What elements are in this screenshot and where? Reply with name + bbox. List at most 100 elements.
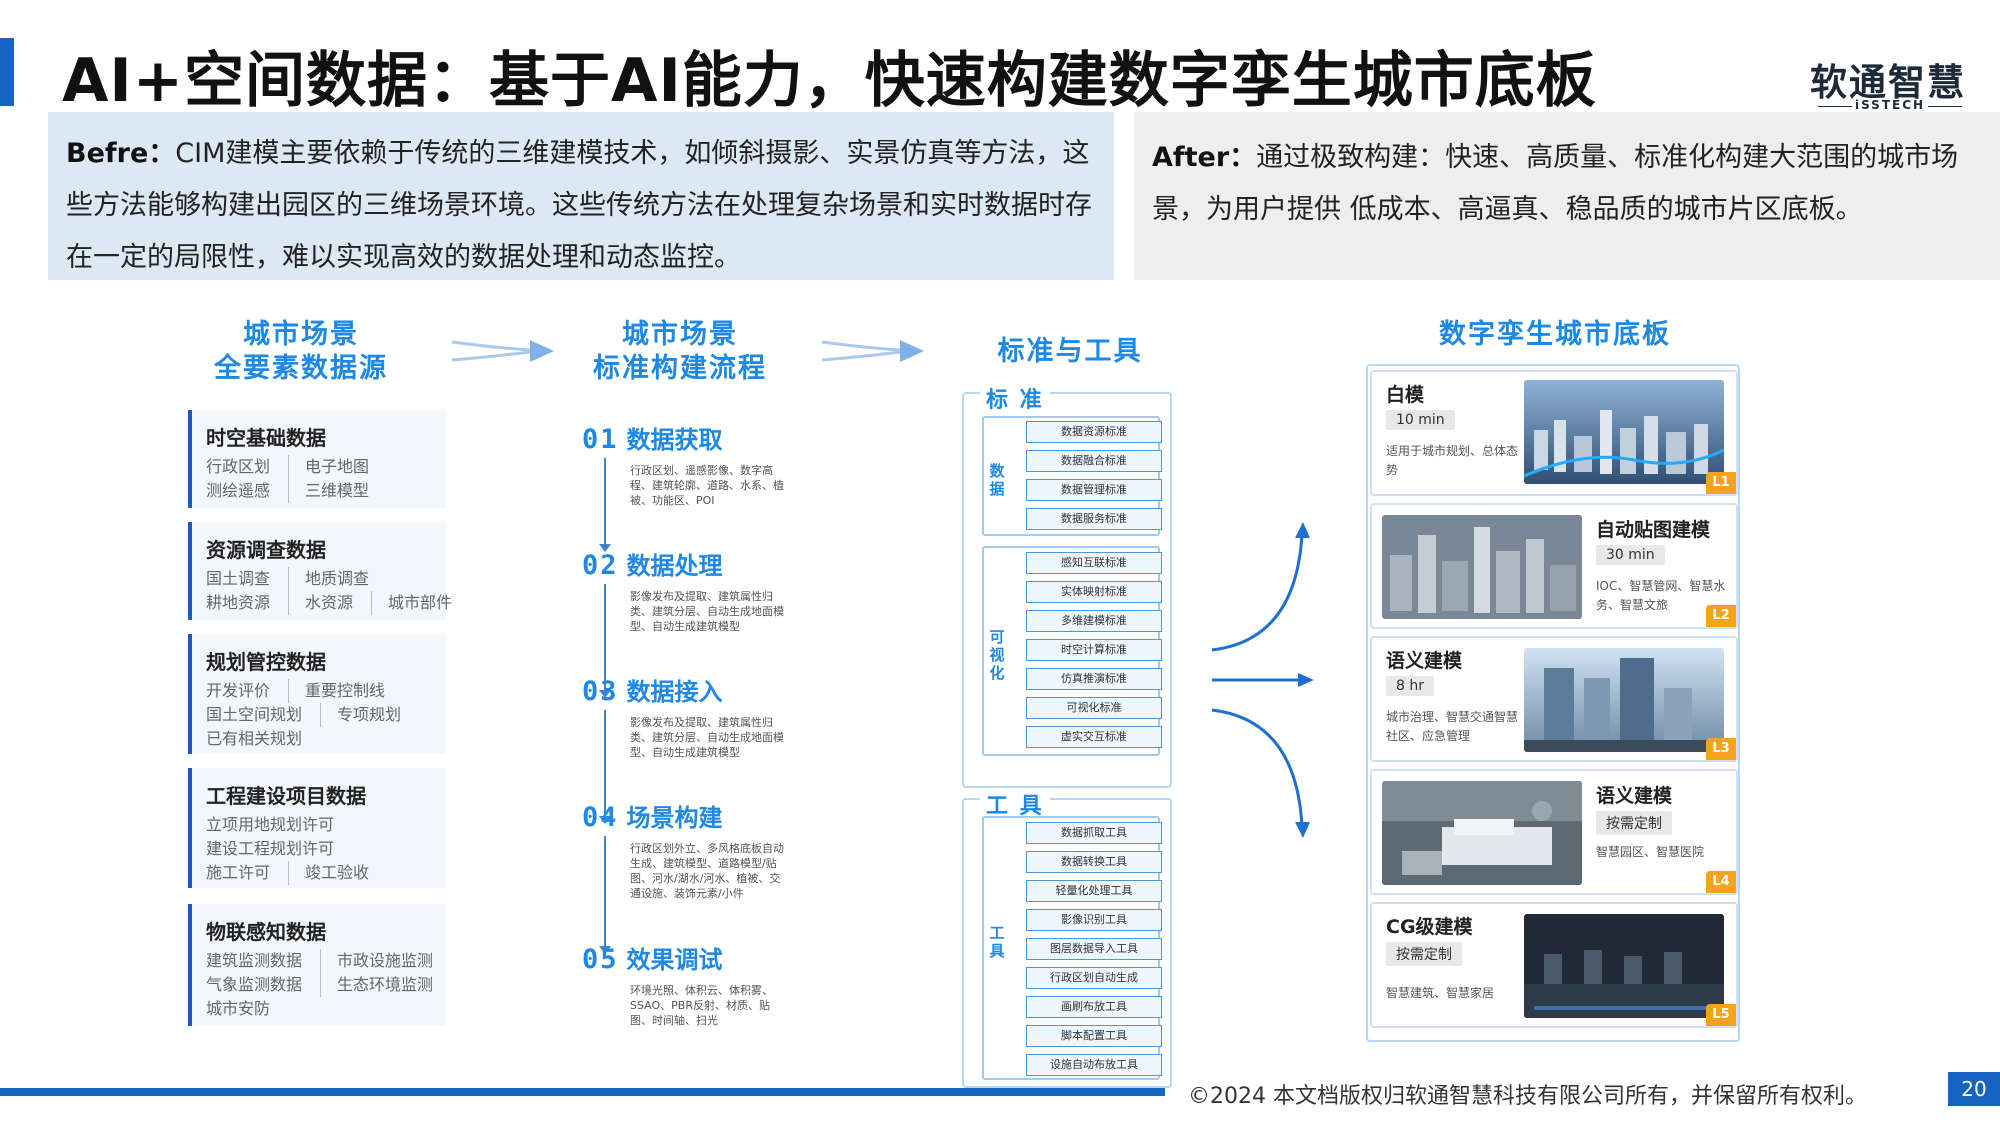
standard-item: 数据资源标准 xyxy=(1026,421,1162,443)
step-arrow-icon xyxy=(599,710,611,824)
category-line: 建设工程规划许可 xyxy=(206,837,432,861)
textured-city-image xyxy=(1382,515,1582,619)
campus-model-image xyxy=(1382,781,1582,885)
step-description: 行政区划外立、多风格底板自动生成、建筑模型、道路模型/贴图、河水/湖水/河水、植… xyxy=(630,842,784,900)
lod-title: 语义建模 xyxy=(1596,785,1673,807)
lod-description: 适用于城市规划、总体态势 xyxy=(1386,444,1519,477)
category-line: 建筑监测数据市政设施监测 xyxy=(206,949,433,973)
step-title: 数据接入 xyxy=(626,678,723,706)
category-item: 水资源 xyxy=(288,591,353,615)
after-text: 通过极致构建：快速、高质量、标准化构建大范围的城市场景，为用户提供 低成本、高逼… xyxy=(1152,142,1959,225)
category-item: 电子地图 xyxy=(288,455,369,479)
tool-item: 画刷布放工具 xyxy=(1026,996,1162,1018)
lod-description: 智慧园区、智慧医院 xyxy=(1596,845,1705,859)
logo-text-en: iSSTECH xyxy=(1810,98,1970,112)
standard-item: 数据服务标准 xyxy=(1026,508,1162,530)
lod-time-badge: 按需定制 xyxy=(1596,811,1672,835)
white-model-city-image xyxy=(1524,380,1724,484)
standard-item: 数据管理标准 xyxy=(1026,479,1162,501)
category-item: 国土空间规划 xyxy=(206,705,303,724)
standard-group-data: 数据 xyxy=(982,416,1160,536)
standard-item: 虚实交互标准 xyxy=(1026,726,1162,748)
lod-card-l1: 白模 10 min 适用于城市规划、总体态势 L1 xyxy=(1370,370,1738,496)
category-resource-survey: 资源调查数据 国土调查地质调查 耕地资源水资源城市部件 xyxy=(188,522,452,620)
lod-time-badge: 按需定制 xyxy=(1386,942,1462,966)
category-construction-project: 工程建设项目数据 立项用地规划许可 建设工程规划许可 施工许可竣工验收 xyxy=(188,768,446,888)
category-line: 耕地资源水资源城市部件 xyxy=(206,591,452,615)
col1-heading-line2: 全要素数据源 xyxy=(214,353,388,384)
lod-title: CG级建模 xyxy=(1386,916,1473,938)
category-item: 重要控制线 xyxy=(288,679,385,703)
lod-level-badge: L3 xyxy=(1706,738,1736,760)
category-line: 国土调查地质调查 xyxy=(206,567,432,591)
category-item: 建筑监测数据 xyxy=(206,951,303,970)
tool-item: 脚本配置工具 xyxy=(1026,1025,1162,1047)
step-title: 数据获取 xyxy=(626,426,723,454)
category-title: 工程建设项目数据 xyxy=(206,784,366,808)
standards-frame xyxy=(962,392,1172,788)
col2-heading-line2: 标准构建流程 xyxy=(593,353,767,384)
tool-item: 数据转换工具 xyxy=(1026,851,1162,873)
category-item: 三维模型 xyxy=(288,479,369,503)
category-title: 规划管控数据 xyxy=(206,650,326,674)
category-item: 测绘遥感 xyxy=(206,481,271,500)
category-item: 气象监测数据 xyxy=(206,975,303,994)
category-item: 耕地资源 xyxy=(206,593,271,612)
category-item: 生态环境监测 xyxy=(320,973,433,997)
semantic-city-image xyxy=(1524,648,1724,752)
standard-item: 数据融合标准 xyxy=(1026,450,1162,472)
before-lead: Befre： xyxy=(66,138,176,169)
flow-arrow-1-icon xyxy=(451,340,554,362)
category-line: 开发评价重要控制线 xyxy=(206,679,432,703)
category-item: 专项规划 xyxy=(320,703,401,727)
tool-item: 图层数据导入工具 xyxy=(1026,938,1162,960)
after-paragraph: After：通过极致构建：快速、高质量、标准化构建大范围的城市场景，为用户提供 … xyxy=(1152,132,1982,236)
category-line: 国土空间规划专项规划 xyxy=(206,703,432,727)
step-number: 04 xyxy=(582,802,619,833)
category-title: 物联感知数据 xyxy=(206,920,326,944)
step-description: 行政区划、遥感影像、数字高程、建筑轮廓、道路、水系、植被、功能区、POI xyxy=(630,464,784,507)
standard-item: 可视化标准 xyxy=(1026,697,1162,719)
category-item: 行政区划 xyxy=(206,457,271,476)
logo-text-cn: 软通智慧 xyxy=(1810,61,1966,104)
cg-interior-image xyxy=(1524,914,1724,1018)
category-line: 城市安防 xyxy=(206,997,432,1021)
tool-item: 数据抓取工具 xyxy=(1026,822,1162,844)
group-label: 数据 xyxy=(989,462,1005,498)
step-number: 03 xyxy=(582,676,619,707)
tools-label: 工 具 xyxy=(980,788,1050,820)
category-title: 资源调查数据 xyxy=(206,538,326,562)
step-number: 02 xyxy=(582,550,619,581)
group-label: 工具 xyxy=(989,924,1005,960)
category-item: 地质调查 xyxy=(288,567,369,591)
col1-heading-line1: 城市场景 xyxy=(243,319,359,350)
step-title: 场景构建 xyxy=(626,804,723,832)
col2-heading: 城市场景 标准构建流程 xyxy=(560,318,800,386)
category-line: 已有相关规划 xyxy=(206,727,432,751)
footer-bar xyxy=(0,1088,1165,1096)
lod-level-badge: L2 xyxy=(1706,605,1736,627)
category-item: 竣工验收 xyxy=(288,861,369,885)
category-line: 测绘遥感三维模型 xyxy=(206,479,432,503)
category-item: 建设工程规划许可 xyxy=(206,839,335,858)
flow-arrow-2-icon xyxy=(821,340,924,362)
lod-title: 自动贴图建模 xyxy=(1596,519,1711,541)
category-title: 时空基础数据 xyxy=(206,426,326,450)
group-label: 可视化 xyxy=(989,628,1005,682)
copyright-text: ©2024 本文档版权归软通智慧科技有限公司所有，并保留所有权利。 xyxy=(1188,1084,1867,1109)
category-item: 开发评价 xyxy=(206,681,271,700)
company-logo: 软通智慧 iSSTECH xyxy=(1810,52,1970,114)
lod-card-l4: 语义建模 按需定制 智慧园区、智慧医院 L4 xyxy=(1370,769,1738,895)
lod-level-badge: L4 xyxy=(1706,871,1736,893)
step-arrow-icon xyxy=(599,584,611,698)
lod-description: IOC、智慧管网、智慧水务、智慧文旅 xyxy=(1596,579,1726,612)
col1-heading: 城市场景 全要素数据源 xyxy=(180,318,422,386)
col4-heading: 数字孪生城市底板 xyxy=(1439,319,1671,350)
tool-item: 轻量化处理工具 xyxy=(1026,880,1162,902)
standards-label: 标 准 xyxy=(980,382,1050,414)
category-item: 市政设施监测 xyxy=(320,949,433,973)
standard-item: 实体映射标准 xyxy=(1026,581,1162,603)
